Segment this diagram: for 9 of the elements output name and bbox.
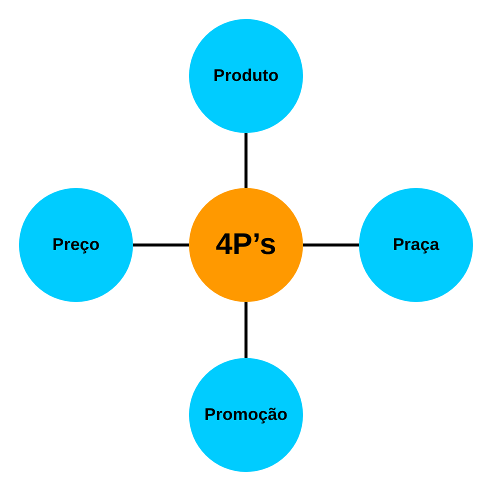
connector-line	[244, 133, 248, 188]
node-label: Produto	[213, 65, 279, 87]
connector-line	[244, 302, 248, 358]
connector-line	[133, 244, 189, 246]
node-label: 4P’s	[216, 230, 276, 260]
node-label: Praça	[392, 234, 440, 256]
connector-line	[303, 244, 359, 246]
node-label: Promoção	[204, 404, 288, 426]
node-label: Preço	[52, 234, 100, 256]
